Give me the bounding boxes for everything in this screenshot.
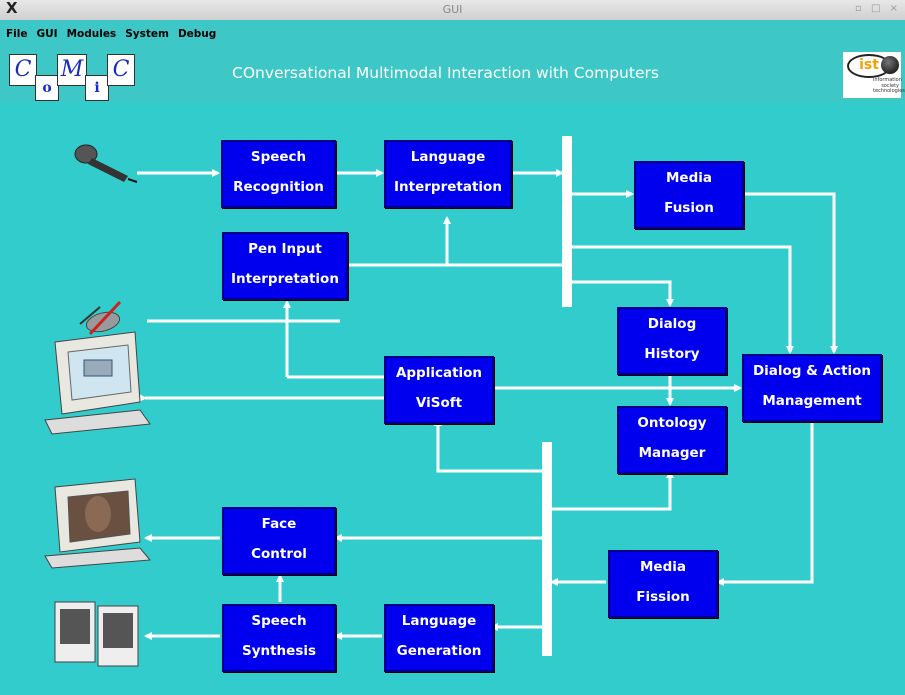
comic-logo-o: o — [35, 75, 59, 101]
menu-gui[interactable]: GUI — [36, 28, 58, 40]
header-subtitle: COnversational Multimodal Interaction wi… — [232, 64, 659, 82]
computer-app-icon — [44, 331, 151, 435]
ist-logo: ist information society technologies — [843, 52, 905, 98]
menu-system[interactable]: System — [125, 28, 169, 40]
computer-face-icon — [44, 478, 152, 569]
pen-disabled-icon — [79, 300, 122, 336]
comic-logo-c1: C — [9, 54, 37, 86]
speakers-icon — [54, 601, 139, 667]
upper-bus-bar — [562, 136, 572, 307]
connector-layer — [44, 144, 838, 667]
comic-logo-c2: C — [107, 54, 135, 86]
microphone-icon — [74, 144, 138, 183]
menu-debug[interactable]: Debug — [177, 28, 217, 40]
globe-icon — [881, 56, 899, 74]
menu-bar: File GUI Modules System Debug — [0, 20, 905, 42]
menu-modules[interactable]: Modules — [66, 28, 117, 40]
x-logo-icon: X — [6, 0, 18, 17]
window-title: GUI — [442, 3, 463, 16]
window-titlebar: X GUI ▫ □ × — [0, 0, 905, 21]
header-banner: C o M i C COnversational Multimodal Inte… — [0, 42, 905, 102]
lower-bus-bar — [542, 442, 552, 656]
comic-logo-m: M — [57, 54, 87, 86]
ist-logo-small: information society technologies — [873, 77, 905, 94]
window-controls[interactable]: ▫ □ × — [855, 3, 901, 14]
comic-logo-i: i — [85, 75, 109, 101]
menu-file[interactable]: File — [6, 28, 28, 40]
